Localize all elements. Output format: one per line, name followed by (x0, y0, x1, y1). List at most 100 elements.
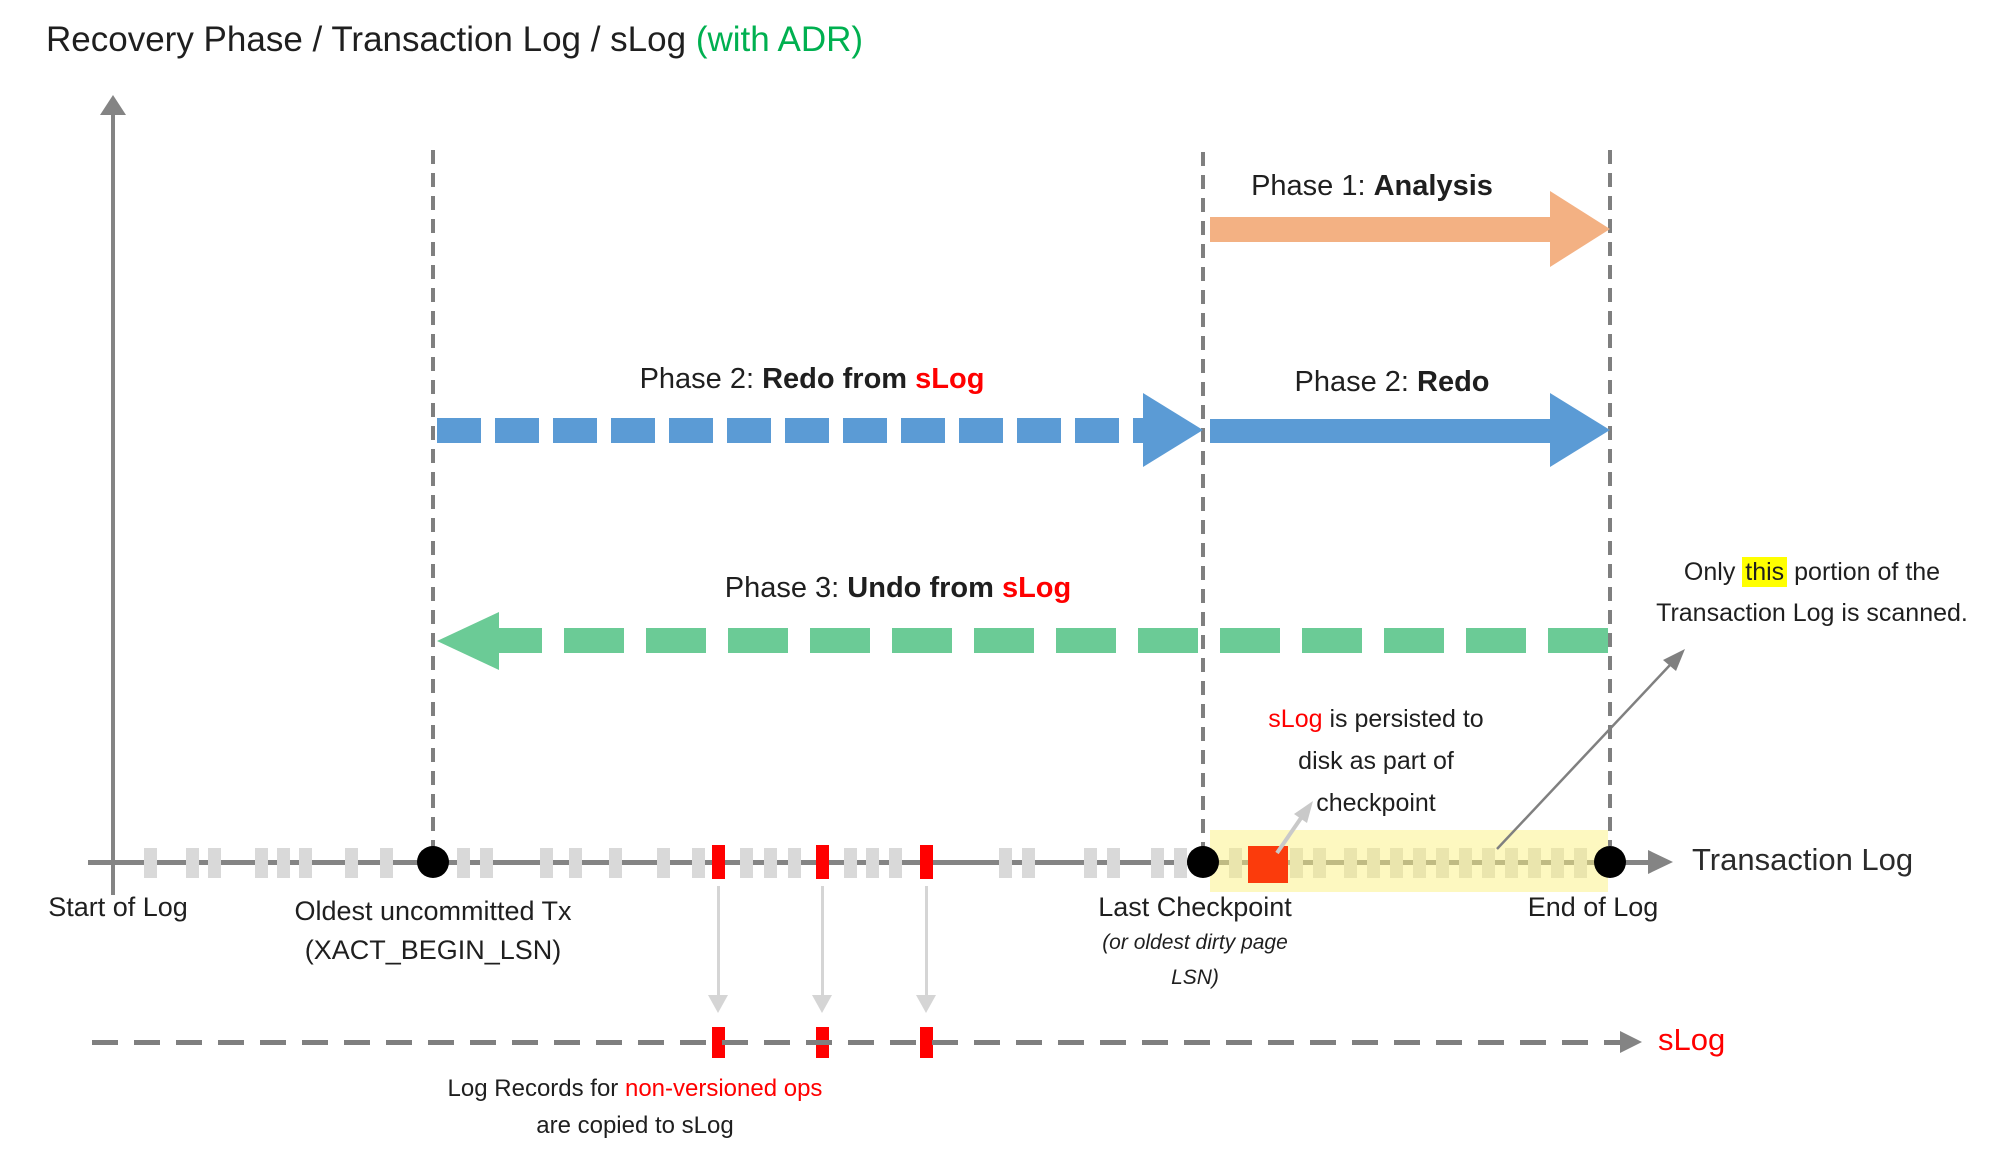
phase2s-prefix: Phase 2: (639, 363, 763, 395)
log-record-tick (277, 848, 290, 878)
non-versioned-op-tick (816, 845, 829, 879)
phase2-slog-arrowhead-icon (1143, 393, 1203, 467)
phase3-slog: sLog (1001, 572, 1072, 604)
copy-arrow-line (925, 886, 928, 996)
log-position-dot (417, 846, 449, 878)
copy-arrow-head-icon (916, 995, 936, 1013)
phase2-slog-label: Phase 2: Redo from sLog (612, 363, 1012, 396)
title-adr-suffix: (with ADR) (695, 20, 864, 59)
phase3-prefix: Phase 3: (724, 572, 848, 604)
log-record-tick (540, 848, 553, 878)
persist-note-line1: sLog is persisted to (1226, 698, 1526, 740)
log-record-tick (255, 848, 268, 878)
copy-note-line1: Log Records for non-versioned ops (435, 1070, 835, 1107)
phase2-slog-arrow-body (437, 418, 1143, 443)
log-record-tick (1151, 848, 1164, 878)
transaction-log-arrowhead-icon (1648, 850, 1673, 874)
vertical-axis-arrowhead-icon (100, 95, 126, 115)
slog-axis-label: sLog (1658, 1022, 1726, 1057)
title-main: Recovery Phase / Transaction Log / sLog (46, 20, 696, 59)
phase3-name: Undo from (847, 572, 1002, 604)
checkpoint-line2: (or oldest dirty page (1102, 931, 1288, 954)
copy-arrow-line (717, 886, 720, 996)
persist-note-line3: checkpoint (1316, 789, 1436, 817)
oldest-uncommitted-label: Oldest uncommitted Tx (XACT_BEGIN_LSN) (233, 892, 633, 970)
phase3-arrow-body (499, 628, 1608, 653)
log-record-tick (480, 848, 493, 878)
phase2s-name: Redo from (762, 363, 916, 395)
phase1-arrow-body (1210, 217, 1550, 242)
log-record-tick (144, 848, 157, 878)
copy-arrow-head-icon (812, 995, 832, 1013)
log-record-tick (844, 848, 857, 878)
persist-note-line2: disk as part of (1298, 747, 1454, 775)
non-versioned-op-tick (712, 845, 725, 879)
copy-arrow-line (821, 886, 824, 996)
phase2-label: Phase 2: Redo (1192, 366, 1592, 399)
copy-arrow-head-icon (708, 995, 728, 1013)
phase1-label: Phase 1: Analysis (1172, 170, 1572, 203)
oldest-line1: Oldest uncommitted Tx (294, 896, 572, 926)
log-record-tick (692, 848, 705, 878)
copy-note-line2: are copied to sLog (536, 1112, 734, 1139)
phase2s-slog: sLog (915, 363, 985, 395)
log-record-tick (208, 848, 221, 878)
phase3-arrowhead-icon (437, 612, 499, 670)
transaction-log-axis-label: Transaction Log (1692, 842, 1914, 877)
slog-persist-note: sLog is persisted to disk as part of che… (1226, 698, 1526, 824)
log-record-tick (186, 848, 199, 878)
slog-arrowhead-icon (1620, 1031, 1642, 1053)
log-record-tick (299, 848, 312, 878)
start-of-log-label: Start of Log (48, 892, 188, 922)
scan-note-line1: Only this portion of the (1622, 552, 2001, 593)
phase1-prefix: Phase 1: (1251, 170, 1374, 202)
log-record-tick (1107, 848, 1120, 878)
log-record-tick (657, 848, 670, 878)
copy-note-red: non-versioned ops (624, 1075, 823, 1102)
log-record-tick (889, 848, 902, 878)
scan-note-line2: Transaction Log is scanned. (1656, 599, 1968, 627)
scan-note-pre: Only (1683, 558, 1743, 586)
copy-note-pre: Log Records for (447, 1075, 625, 1102)
phase2-arrowhead-icon (1550, 393, 1610, 467)
phase1-arrowhead-icon (1550, 191, 1610, 267)
end-of-log-label: End of Log (1527, 892, 1659, 922)
log-record-tick (345, 848, 358, 878)
log-record-tick (609, 848, 622, 878)
non-versioned-op-tick (920, 845, 933, 879)
log-record-tick (569, 848, 582, 878)
log-record-tick (764, 848, 777, 878)
scan-note-highlight: this (1742, 557, 1788, 587)
log-record-tick (866, 848, 879, 878)
phase3-label: Phase 3: Undo from sLog (698, 572, 1098, 605)
last-checkpoint-line (1201, 152, 1205, 860)
checkpoint-line1: Last Checkpoint (1098, 892, 1292, 922)
log-record-tick (999, 848, 1012, 878)
log-record-tick (1174, 848, 1187, 878)
log-record-tick (457, 848, 470, 878)
log-position-dot (1594, 846, 1626, 878)
log-record-tick (380, 848, 393, 878)
scan-portion-note: Only this portion of the Transaction Log… (1622, 552, 2001, 634)
slog-axis (92, 1040, 1622, 1045)
log-record-tick (788, 848, 801, 878)
slog-persisted-marker (1248, 846, 1288, 883)
last-checkpoint-label: Last Checkpoint (or oldest dirty page LS… (995, 892, 1395, 993)
log-record-tick (740, 848, 753, 878)
end-of-log-line (1608, 150, 1612, 846)
persist-note-slog: sLog (1268, 705, 1323, 733)
phase2-name: Redo (1417, 366, 1490, 398)
copy-to-slog-note: Log Records for non-versioned ops are co… (435, 1070, 835, 1144)
phase2-prefix: Phase 2: (1294, 366, 1418, 398)
oldest-uncommitted-tx-line (431, 150, 435, 847)
checkpoint-line3: LSN) (1171, 966, 1219, 989)
page-title: Recovery Phase / Transaction Log / sLog … (46, 20, 863, 60)
phase1-name: Analysis (1373, 170, 1493, 202)
vertical-axis (111, 112, 115, 895)
persist-note-rest: is persisted to (1322, 705, 1484, 733)
log-record-tick (1022, 848, 1035, 878)
oldest-line2: (XACT_BEGIN_LSN) (304, 935, 562, 965)
log-record-tick (1084, 848, 1097, 878)
scan-note-post: portion of the (1787, 558, 1941, 586)
